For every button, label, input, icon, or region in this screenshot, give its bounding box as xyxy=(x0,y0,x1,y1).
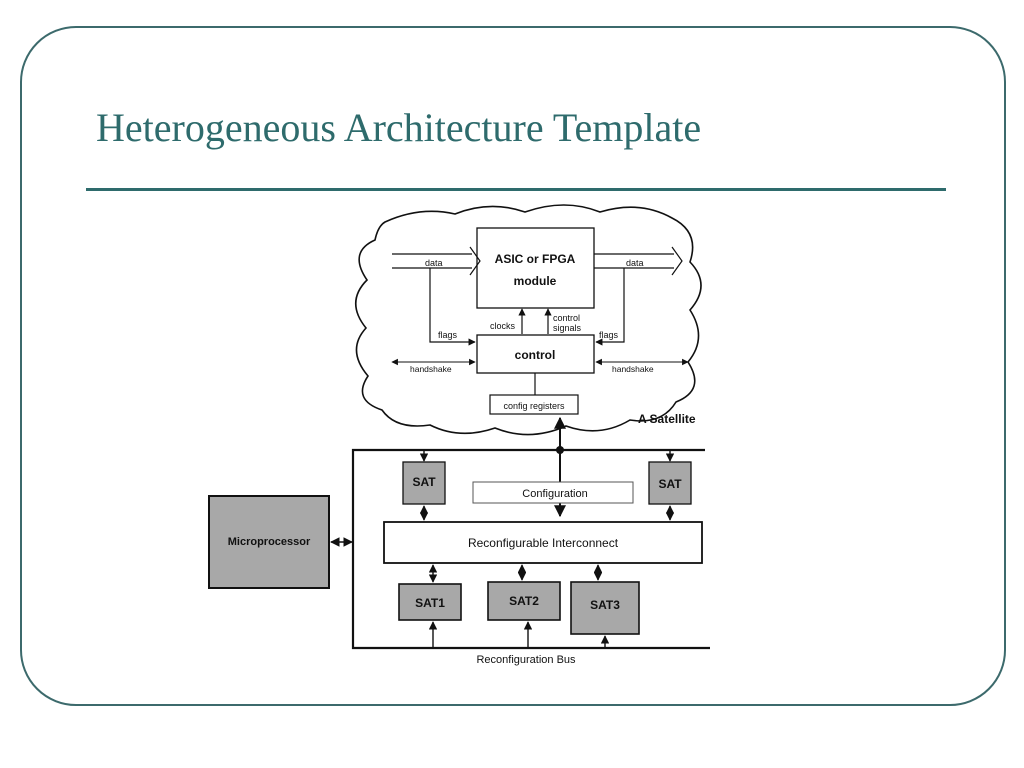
asic-module-label-2: module xyxy=(514,274,557,288)
data-in-label: data xyxy=(425,258,443,268)
slide-title: Heterogeneous Architecture Template xyxy=(96,105,702,150)
microprocessor-block xyxy=(208,495,330,589)
configuration-label: Configuration xyxy=(522,488,587,500)
clocks-label: clocks xyxy=(490,321,516,331)
data-out-label: data xyxy=(626,258,644,268)
flags-right-line xyxy=(595,268,625,346)
sat2-label: SAT2 xyxy=(509,594,539,608)
handshake-left-label: handshake xyxy=(410,364,452,374)
satellite-cloud xyxy=(354,204,702,436)
handshake-right-label: handshake xyxy=(612,364,654,374)
sat1-label: SAT1 xyxy=(415,596,445,610)
control-block-label: control xyxy=(515,348,556,362)
sat-left-label: SAT xyxy=(412,475,436,489)
sat-left-block xyxy=(402,461,446,505)
reconfiguration-bus-label: Reconfiguration Bus xyxy=(476,654,576,666)
sat1-block xyxy=(398,583,462,621)
asic-fpga-module xyxy=(476,227,595,309)
data-out-arrow xyxy=(594,246,683,276)
system-frame xyxy=(351,448,710,650)
sat3-block xyxy=(570,581,640,635)
slide-frame xyxy=(20,26,1006,706)
sat3-label: SAT3 xyxy=(590,598,620,612)
microprocessor-label: Microprocessor xyxy=(228,536,311,548)
data-in-arrow xyxy=(392,246,481,276)
interconnect-block xyxy=(383,521,703,564)
sat2-block xyxy=(487,581,561,621)
flags-left-line xyxy=(429,268,476,346)
asic-module-label: ASIC or FPGA xyxy=(495,252,576,266)
interconnect-label: Reconfigurable Interconnect xyxy=(468,536,619,550)
config-registers-label: config registers xyxy=(503,401,565,411)
configuration-block xyxy=(472,481,634,504)
satellite-caption: A Satellite xyxy=(638,412,696,426)
flags-left-label: flags xyxy=(438,330,458,340)
sat-right-block xyxy=(648,461,692,505)
title-divider xyxy=(86,188,946,191)
flags-right-label: flags xyxy=(599,330,619,340)
sat-right-label: SAT xyxy=(658,477,682,491)
config-registers-block xyxy=(489,394,579,415)
control-signals-label-2: signals xyxy=(553,323,582,333)
control-signals-label: control xyxy=(553,313,580,323)
